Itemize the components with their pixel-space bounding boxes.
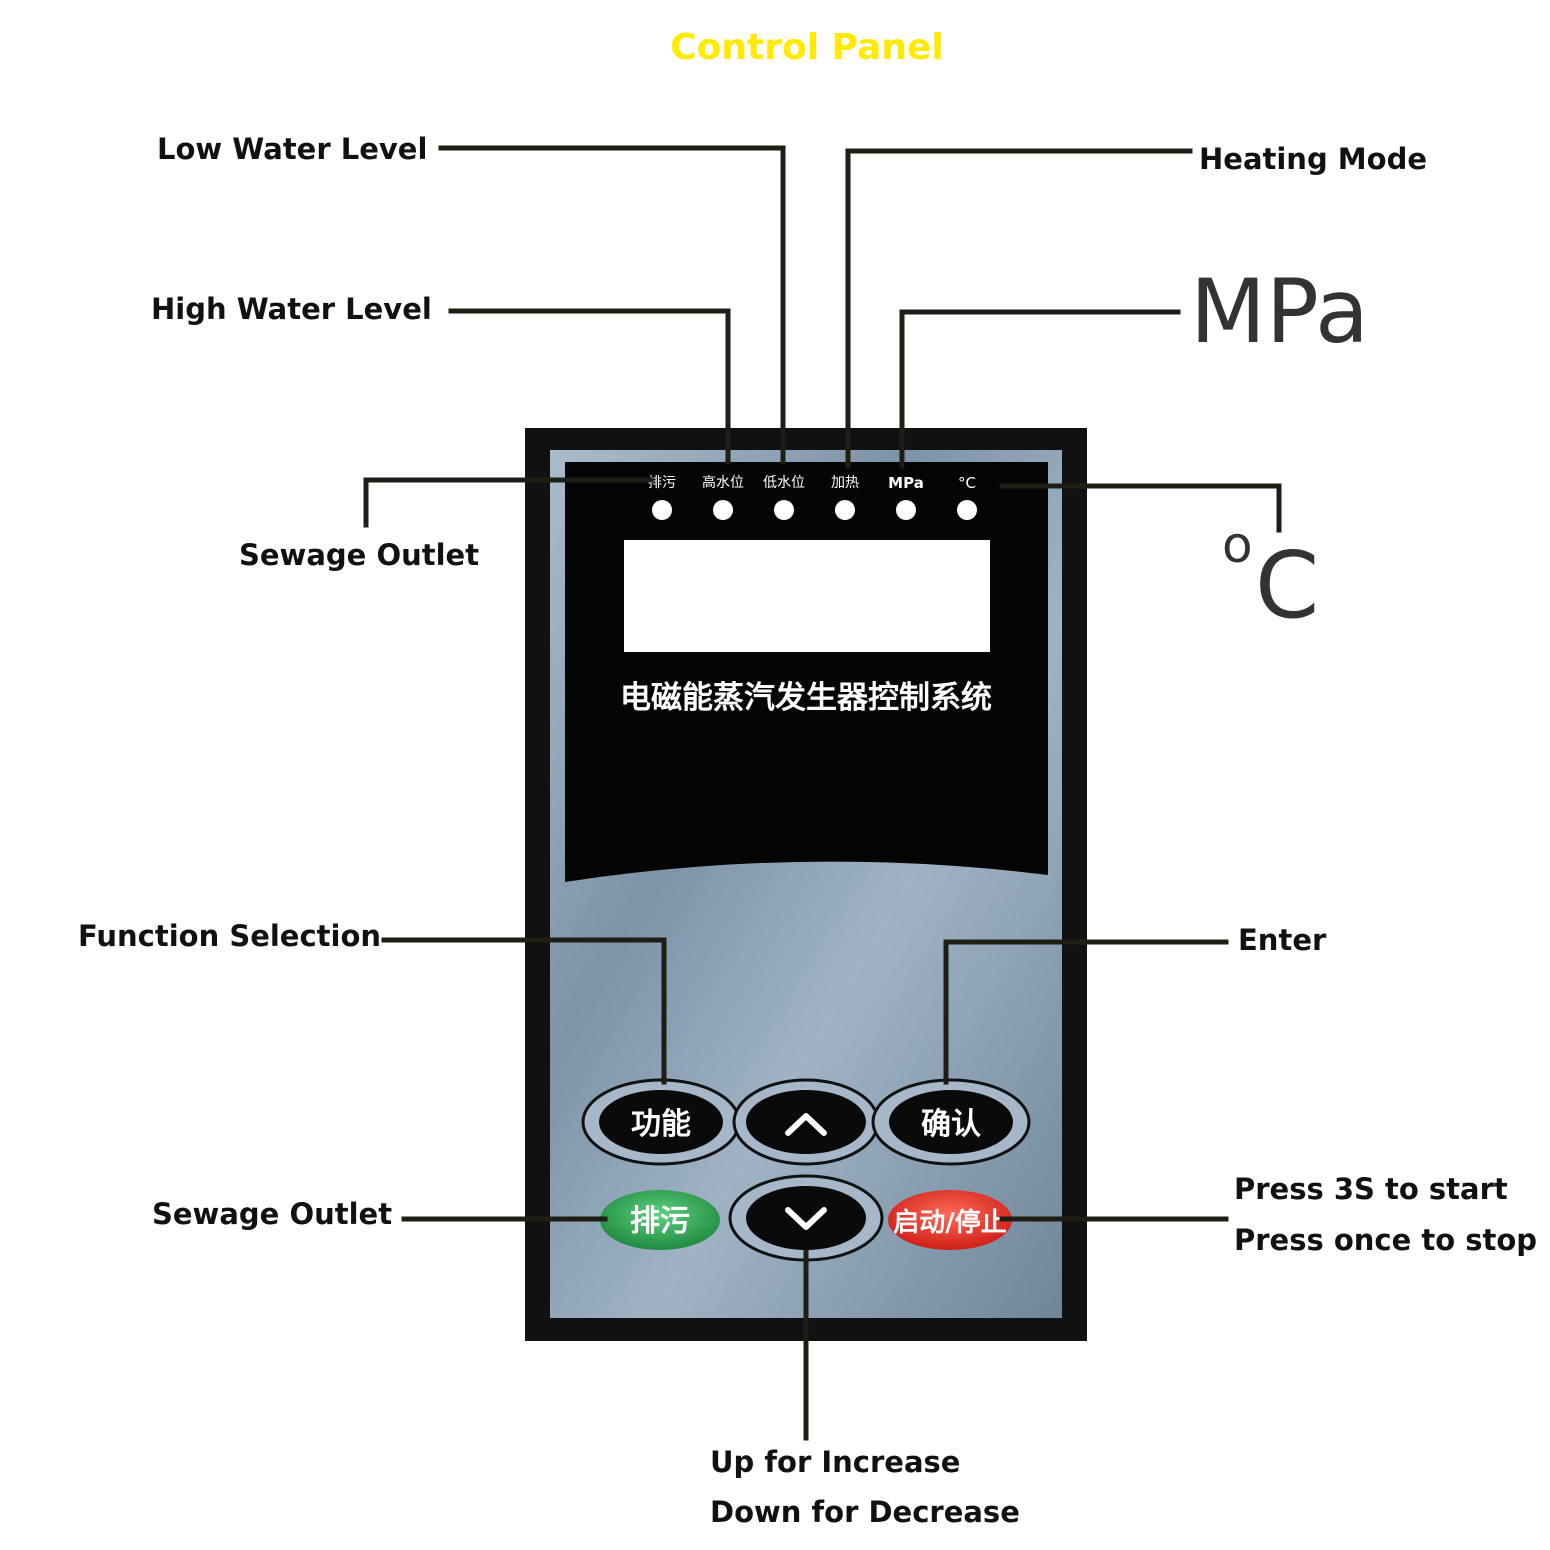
callout-up-down-line2: Down for Decrease — [710, 1495, 1020, 1529]
start-stop-button-label: 启动/停止 — [893, 1207, 1007, 1238]
sewage-button-label: 排污 — [630, 1204, 690, 1239]
diagram-title: Control Panel — [670, 27, 944, 68]
leader-heating-mode — [845, 148, 1193, 469]
sewage-button — [600, 1190, 720, 1250]
lcd-display-window — [624, 540, 990, 652]
function-button — [599, 1090, 723, 1154]
callout-up-down-line1: Up for Increase — [710, 1445, 961, 1479]
up-button — [746, 1090, 866, 1154]
leader-mpa — [899, 309, 1181, 469]
indicator-label-sewage: 排污 — [648, 475, 676, 491]
callout-function-selection: Function Selection — [78, 919, 382, 953]
down-arrow-icon — [785, 1207, 827, 1230]
leader-function-selection — [381, 937, 667, 1085]
leader-sewage-outlet-top — [363, 477, 653, 528]
function-button-label: 功能 — [631, 1107, 691, 1142]
enter-button-label: 确认 — [921, 1107, 981, 1142]
system-name-label: 电磁能蒸汽发生器控制系统 — [620, 680, 992, 716]
start-stop-button — [888, 1190, 1012, 1250]
callout-celsius-degree: o — [1222, 516, 1253, 574]
callout-low-water-level: Low Water Level — [157, 132, 428, 166]
indicator-label-celsius: °C — [958, 474, 976, 492]
leader-celsius — [999, 483, 1282, 533]
indicator-led-sewage — [652, 500, 672, 520]
leader-lines — [363, 145, 1282, 1441]
callout-mpa: MPa — [1190, 260, 1369, 363]
enter-button — [889, 1090, 1013, 1154]
indicator-label-mpa: MPa — [888, 474, 924, 492]
down-button — [746, 1186, 866, 1250]
callout-celsius: C — [1255, 532, 1320, 639]
leader-high-water-level — [448, 308, 731, 465]
up-arrow-icon — [785, 1113, 827, 1136]
callout-heating-mode: Heating Mode — [1199, 142, 1428, 176]
leader-low-water-level — [438, 145, 786, 465]
callout-start-stop-line2: Press once to stop — [1234, 1223, 1538, 1257]
callout-high-water-level: High Water Level — [151, 292, 432, 326]
callout-start-stop-line1: Press 3S to start — [1234, 1172, 1508, 1206]
indicator-led-mpa — [896, 500, 916, 520]
indicator-led-high-water — [713, 500, 733, 520]
indicator-led-heating — [835, 500, 855, 520]
callout-sewage-outlet-top: Sewage Outlet — [239, 538, 480, 572]
leader-enter — [943, 939, 1229, 1085]
indicator-label-heating: 加热 — [831, 475, 859, 491]
panel-black-face — [565, 462, 1048, 882]
indicator-label-low-water: 低水位 — [763, 475, 805, 491]
callout-enter: Enter — [1238, 923, 1327, 957]
indicator-led-celsius — [957, 500, 977, 520]
callout-sewage-outlet-bottom: Sewage Outlet — [152, 1197, 393, 1231]
indicator-led-low-water — [774, 500, 794, 520]
indicator-label-high-water: 高水位 — [702, 474, 744, 491]
